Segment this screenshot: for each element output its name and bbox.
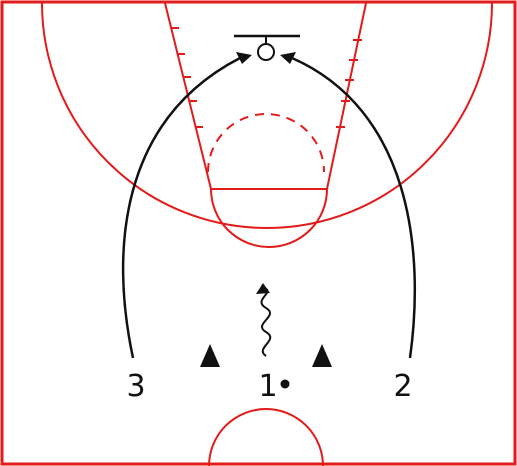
cut-path-player-3 <box>121 56 241 359</box>
lane-lines <box>164 2 367 190</box>
free-throw-circle-solid <box>210 188 328 248</box>
dribble-path-icon <box>260 287 272 357</box>
cone-icon <box>200 344 220 367</box>
player-1-label: 1 <box>258 369 277 404</box>
player-2-label: 2 <box>393 369 412 404</box>
three-point-arc <box>41 2 493 229</box>
rim <box>257 43 275 61</box>
cut-path-player-2 <box>291 56 417 359</box>
center-circle <box>208 408 324 466</box>
player-3-label: 3 <box>126 369 145 404</box>
restricted-arc-dashed <box>207 113 325 173</box>
lane-hash-marks-left <box>171 27 203 128</box>
arrowhead-icon <box>280 52 296 64</box>
arrowhead-icon <box>256 283 270 294</box>
lane-hash-marks-right <box>336 39 362 128</box>
arrowhead-icon <box>236 52 252 64</box>
cone-icon <box>312 344 332 367</box>
ball-icon <box>280 379 290 389</box>
